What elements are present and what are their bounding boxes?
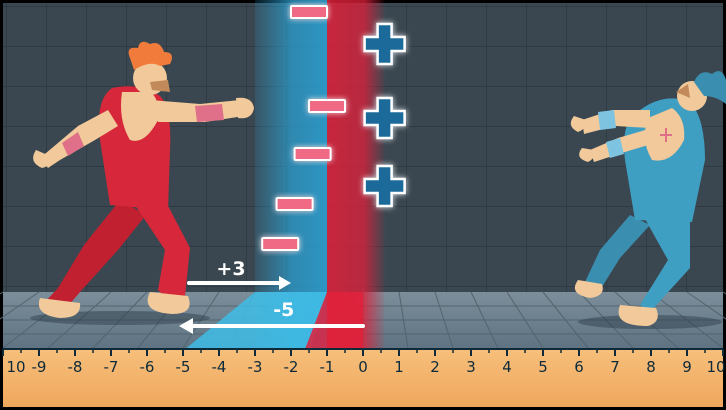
advantage-label: +3 bbox=[216, 258, 245, 280]
disadvantage-label: -5 bbox=[273, 299, 294, 321]
ruler-tick-label: 10 bbox=[6, 358, 25, 376]
ruler-tick-label: 7 bbox=[610, 358, 620, 376]
ruler-tick-label: 0 bbox=[358, 358, 368, 376]
minus-icon bbox=[295, 148, 331, 160]
ruler-tick-label: -3 bbox=[248, 358, 263, 376]
ruler-tick-label: 4 bbox=[502, 358, 512, 376]
ruler-tick-label: 10 bbox=[706, 358, 725, 376]
ruler-tick-label: 3 bbox=[466, 358, 476, 376]
ruler-tick-label: -4 bbox=[212, 358, 227, 376]
minus-icon bbox=[262, 238, 298, 250]
ruler-tick-label: 2 bbox=[430, 358, 440, 376]
ruler-tick-label: -2 bbox=[284, 358, 299, 376]
ruler-tick-label: -6 bbox=[140, 358, 155, 376]
ruler-tick-label: -8 bbox=[68, 358, 83, 376]
ruler-tick-label: -5 bbox=[176, 358, 191, 376]
ruler-tick-label: 9 bbox=[682, 358, 692, 376]
ruler-tick-label: 6 bbox=[574, 358, 584, 376]
frame-ruler: 10 -9 -8 -7 -6 -5 -4 -3 -2 -1 0 1 2 3 4 5 6 7 8 9 10 bbox=[3, 348, 726, 407]
minus-icon bbox=[291, 6, 327, 18]
ruler-tick-label: -1 bbox=[320, 358, 335, 376]
ruler-tick-label: 1 bbox=[394, 358, 404, 376]
ruler-tick-label: 8 bbox=[646, 358, 656, 376]
ruler-tick-label: 5 bbox=[538, 358, 548, 376]
minus-icon bbox=[309, 100, 345, 112]
ruler-tick-label: -9 bbox=[32, 358, 47, 376]
minus-icon bbox=[277, 198, 313, 210]
ruler-tick-label: -7 bbox=[104, 358, 119, 376]
